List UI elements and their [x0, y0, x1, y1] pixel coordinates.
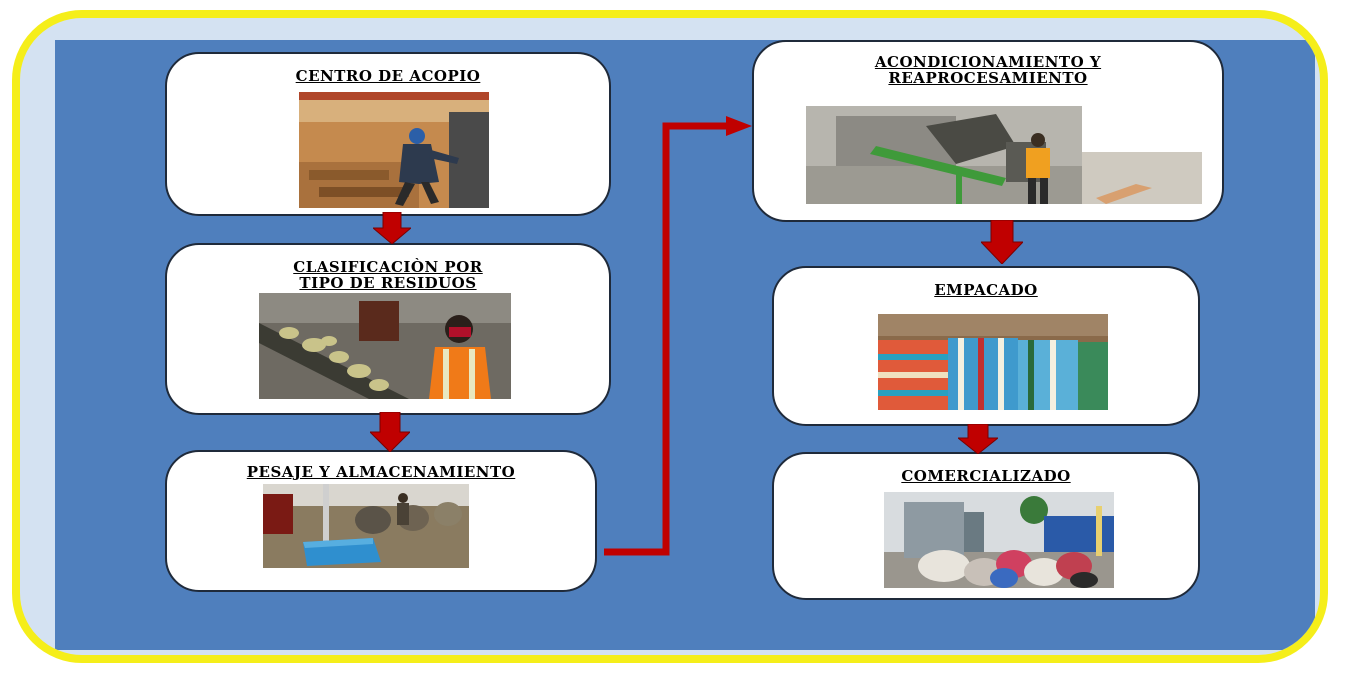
arrow-down-1: [373, 212, 411, 244]
step-acondicionamiento: ACONDICIONAMIENTO Y REAPROCESAMIENTO: [752, 40, 1224, 222]
step-title: CENTRO DE ACOPIO: [295, 67, 481, 85]
warehouse-worker-photo: [299, 92, 489, 208]
step-title: ACONDICIONAMIENTO Y REAPROCESAMIENTO: [874, 53, 1102, 87]
step-clasificacion: CLASIFICACIÒN POR TIPO DE RESIDUOS: [165, 243, 611, 415]
sorting-conveyor-photo: [259, 293, 511, 399]
arrow-down-2: [370, 412, 410, 452]
bags-truck-photo: [884, 492, 1114, 588]
step-title: COMERCIALIZADO: [901, 467, 1071, 485]
step-comercializado: COMERCIALIZADO: [772, 452, 1200, 600]
processing-machine-photo: [806, 106, 1202, 204]
step-title: EMPACADO: [934, 281, 1038, 299]
step-pesaje-almacenamiento: PESAJE Y ALMACENAMIENTO: [165, 450, 597, 592]
arrow-down-4: [958, 424, 998, 454]
step-title: CLASIFICACIÒN POR TIPO DE RESIDUOS: [293, 258, 483, 292]
step-centro-de-acopio: CENTRO DE ACOPIO: [165, 52, 611, 216]
connector-arrow: [604, 116, 752, 556]
scale-storage-photo: [263, 484, 469, 568]
arrow-down-3: [981, 220, 1023, 264]
step-empacado: EMPACADO: [772, 266, 1200, 426]
packed-bales-photo: [878, 314, 1108, 410]
step-title: PESAJE Y ALMACENAMIENTO: [246, 463, 516, 481]
